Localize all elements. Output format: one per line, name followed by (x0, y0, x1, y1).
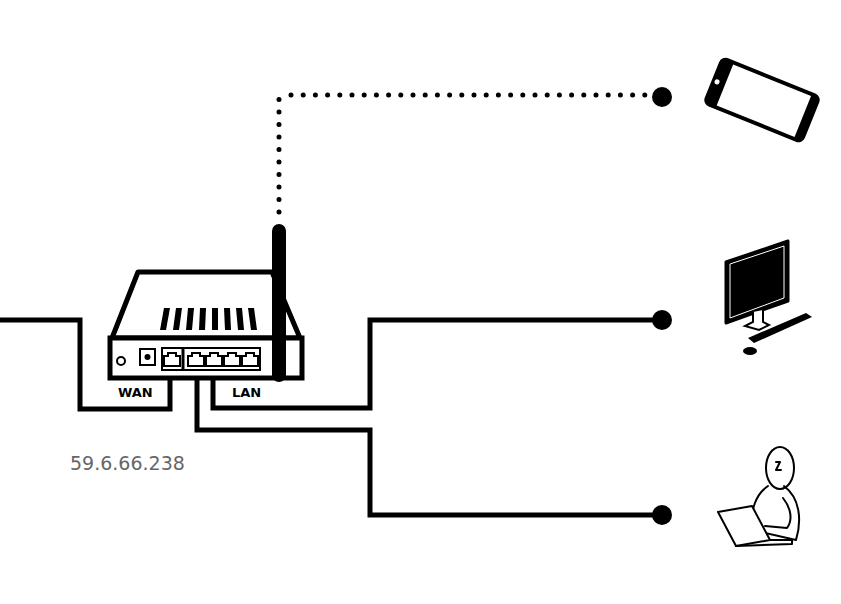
end-dot (652, 310, 672, 330)
wifi-link (277, 95, 282, 212)
lan-wire (197, 362, 660, 515)
end-dot (652, 87, 672, 107)
ip-address: 59.6.66.238 (70, 452, 185, 474)
phone-icon (702, 56, 822, 145)
wifi-link (291, 93, 650, 98)
desktop-icon (726, 241, 812, 355)
laptop-user-icon (718, 447, 799, 546)
end-dot (652, 505, 672, 525)
port-label: WAN (118, 385, 153, 400)
port-label: LAN (232, 385, 261, 400)
router (110, 224, 302, 382)
